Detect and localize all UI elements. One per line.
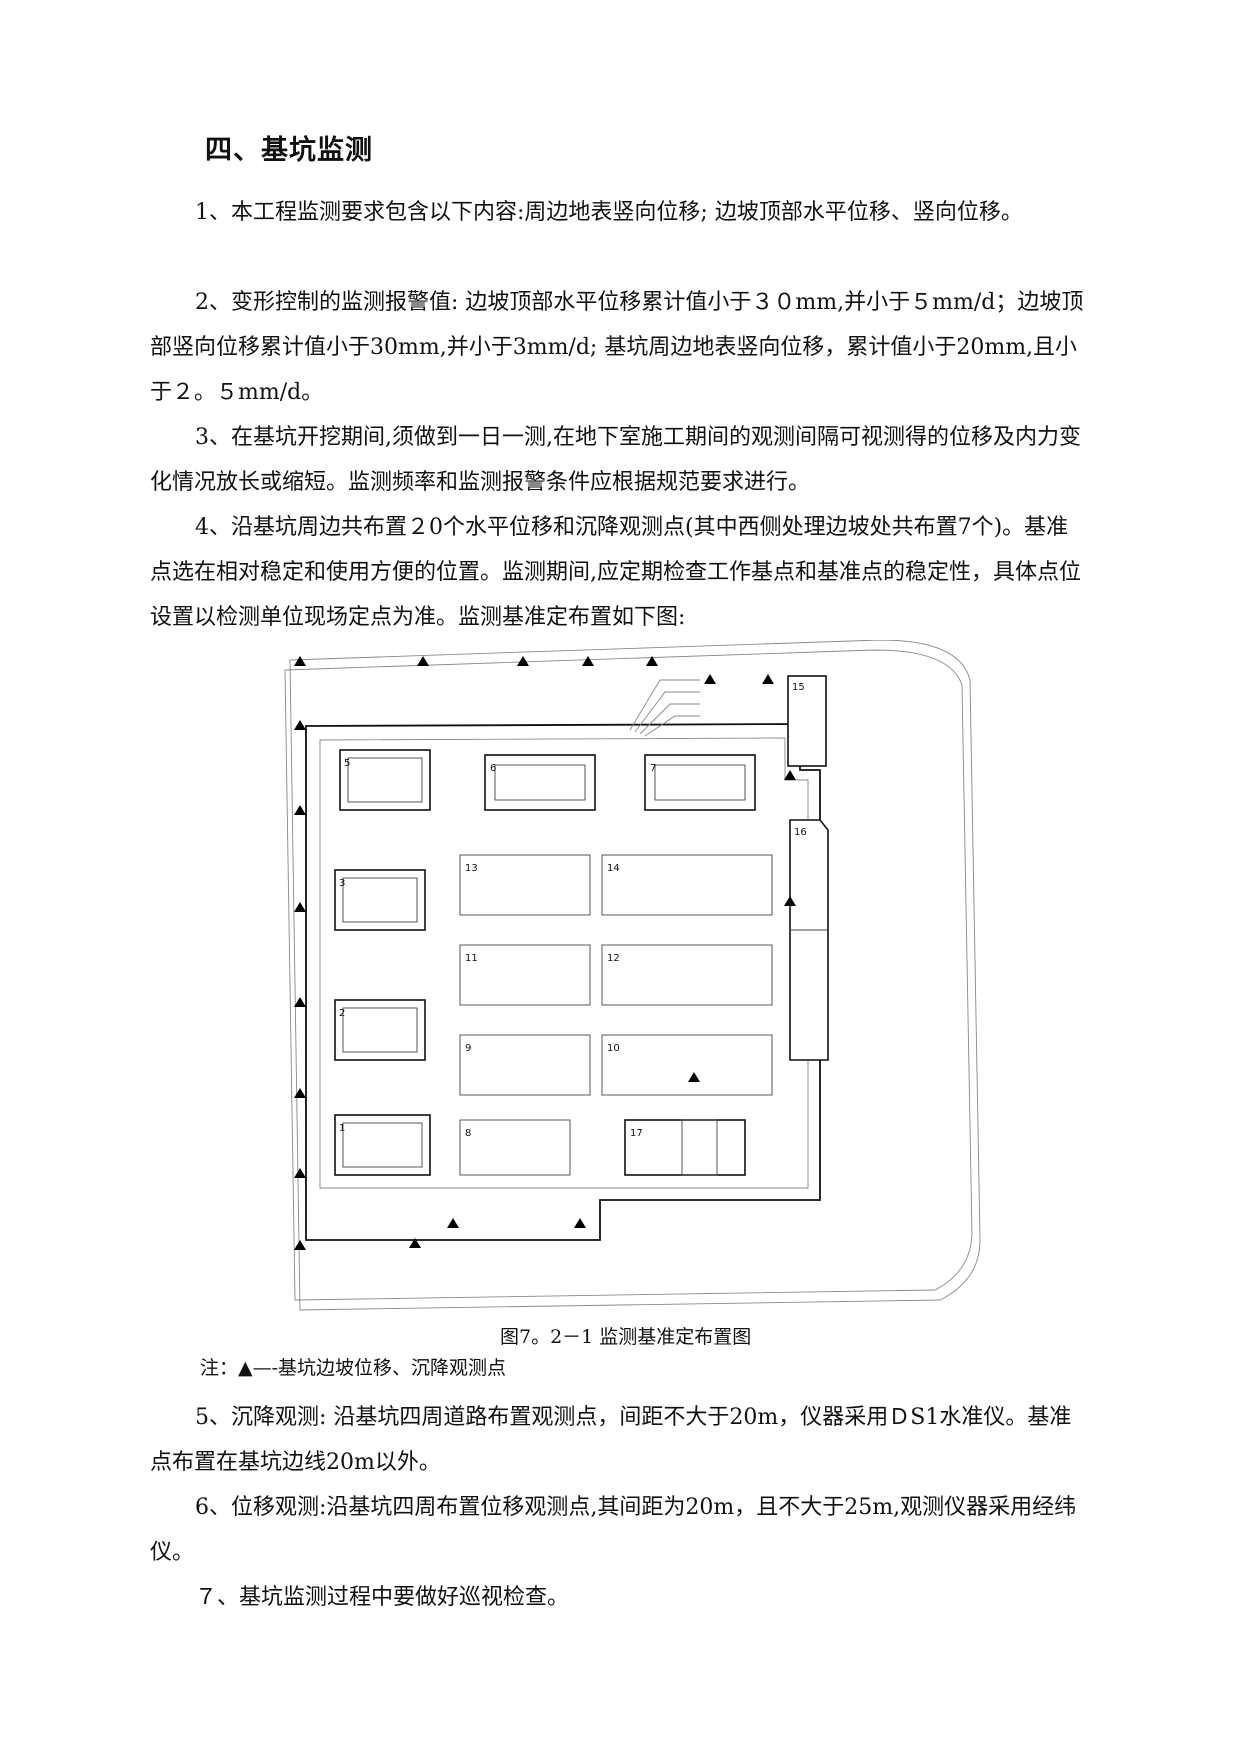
- building-11: 11: [459, 944, 591, 1006]
- monitoring-points: [294, 656, 796, 1250]
- monitoring-point: [784, 896, 796, 906]
- monitoring-point: [294, 902, 306, 912]
- paragraph-3: 3、在基坑开挖期间,须做到一日一测,在地下室施工期间的观测间隔可视测得的位移及内…: [150, 425, 1081, 495]
- building-label-9: 9: [465, 1043, 471, 1054]
- monitoring-point: [417, 656, 429, 666]
- building-label-10: 10: [607, 1043, 620, 1054]
- paragraph-6: 6、位移观测:沿基坑四周布置位移观测点,其间距为20m，且不大于25m,观测仪器…: [150, 1495, 1077, 1565]
- paragraph-5: 5、沉降观测: 沿基坑四周道路布置观测点，间距不大于20m，仪器采用ＤS1水准仪…: [150, 1405, 1072, 1475]
- building-label-5: 5: [344, 758, 350, 769]
- monitoring-point: [409, 1238, 421, 1248]
- building-label-11: 11: [465, 953, 478, 964]
- building-label-7: 7: [650, 763, 656, 774]
- monitoring-point: [784, 770, 796, 780]
- building-8: 8: [459, 1119, 571, 1176]
- figure-note: 注：▲—-基坑边坡位移、沉降观测点: [200, 1357, 507, 1379]
- monitoring-point: [294, 1240, 306, 1250]
- building-label-16: 16: [794, 827, 807, 838]
- building-15: 15: [787, 675, 827, 767]
- site-plan-figure: 5 6 7 3 2 1 13 14 11 12 9 10 8 17 15 16: [284, 640, 981, 1311]
- monitoring-point: [294, 1088, 306, 1098]
- paragraph-1: 1、本工程监测要求包含以下内容:周边地表竖向位移; 边坡顶部水平位移、竖向位移。: [195, 200, 1023, 225]
- building-label-12: 12: [607, 953, 620, 964]
- building-label-15: 15: [792, 682, 805, 693]
- building-label-3: 3: [339, 878, 345, 889]
- building-5: 5: [339, 749, 431, 811]
- building-label-14: 14: [607, 863, 620, 874]
- building-16: 16: [789, 819, 829, 1061]
- monitoring-point: [294, 997, 306, 1007]
- monitoring-point: [688, 1072, 700, 1082]
- building-13: 13: [459, 854, 591, 916]
- building-14: 14: [601, 854, 773, 916]
- figure-caption: 图7。2－1 监测基准定布置图: [500, 1326, 752, 1348]
- monitoring-point: [574, 1218, 586, 1228]
- building-3: 3: [334, 869, 426, 931]
- page-heading: 四、基坑监测: [205, 135, 373, 166]
- monitoring-point: [582, 656, 594, 666]
- monitoring-point: [517, 656, 529, 666]
- building-1: 1: [334, 1114, 431, 1176]
- monitoring-point: [762, 674, 774, 684]
- paragraph-2: 2、变形控制的监测报警值: 边坡顶部水平位移累计值小于３０mm,并小于５mm/d…: [150, 290, 1084, 405]
- paragraph-4: 4、沿基坑周边共布置２0个水平位移和沉降观测点(其中西侧处理边坡处共布置7个)。…: [150, 515, 1081, 630]
- building-2: 2: [334, 999, 426, 1061]
- building-6: 6: [484, 754, 596, 811]
- building-label-2: 2: [339, 1008, 345, 1019]
- building-17: 17: [624, 1119, 746, 1176]
- building-label-8: 8: [465, 1128, 471, 1139]
- building-label-13: 13: [465, 863, 478, 874]
- building-10: 10: [601, 1034, 773, 1096]
- paragraph-7: ７、基坑监测过程中要做好巡视检查。: [195, 1585, 570, 1610]
- building-label-1: 1: [339, 1123, 345, 1134]
- monitoring-point: [294, 805, 306, 815]
- monitoring-point: [294, 1168, 306, 1178]
- monitoring-point: [294, 720, 306, 730]
- monitoring-point: [704, 674, 716, 684]
- building-label-6: 6: [490, 763, 496, 774]
- building-label-17: 17: [630, 1128, 643, 1139]
- building-12: 12: [601, 944, 773, 1006]
- monitoring-point: [646, 656, 658, 666]
- building-9: 9: [459, 1034, 591, 1096]
- monitoring-point: [294, 656, 306, 666]
- monitoring-point: [447, 1218, 459, 1228]
- building-7: 7: [644, 754, 756, 811]
